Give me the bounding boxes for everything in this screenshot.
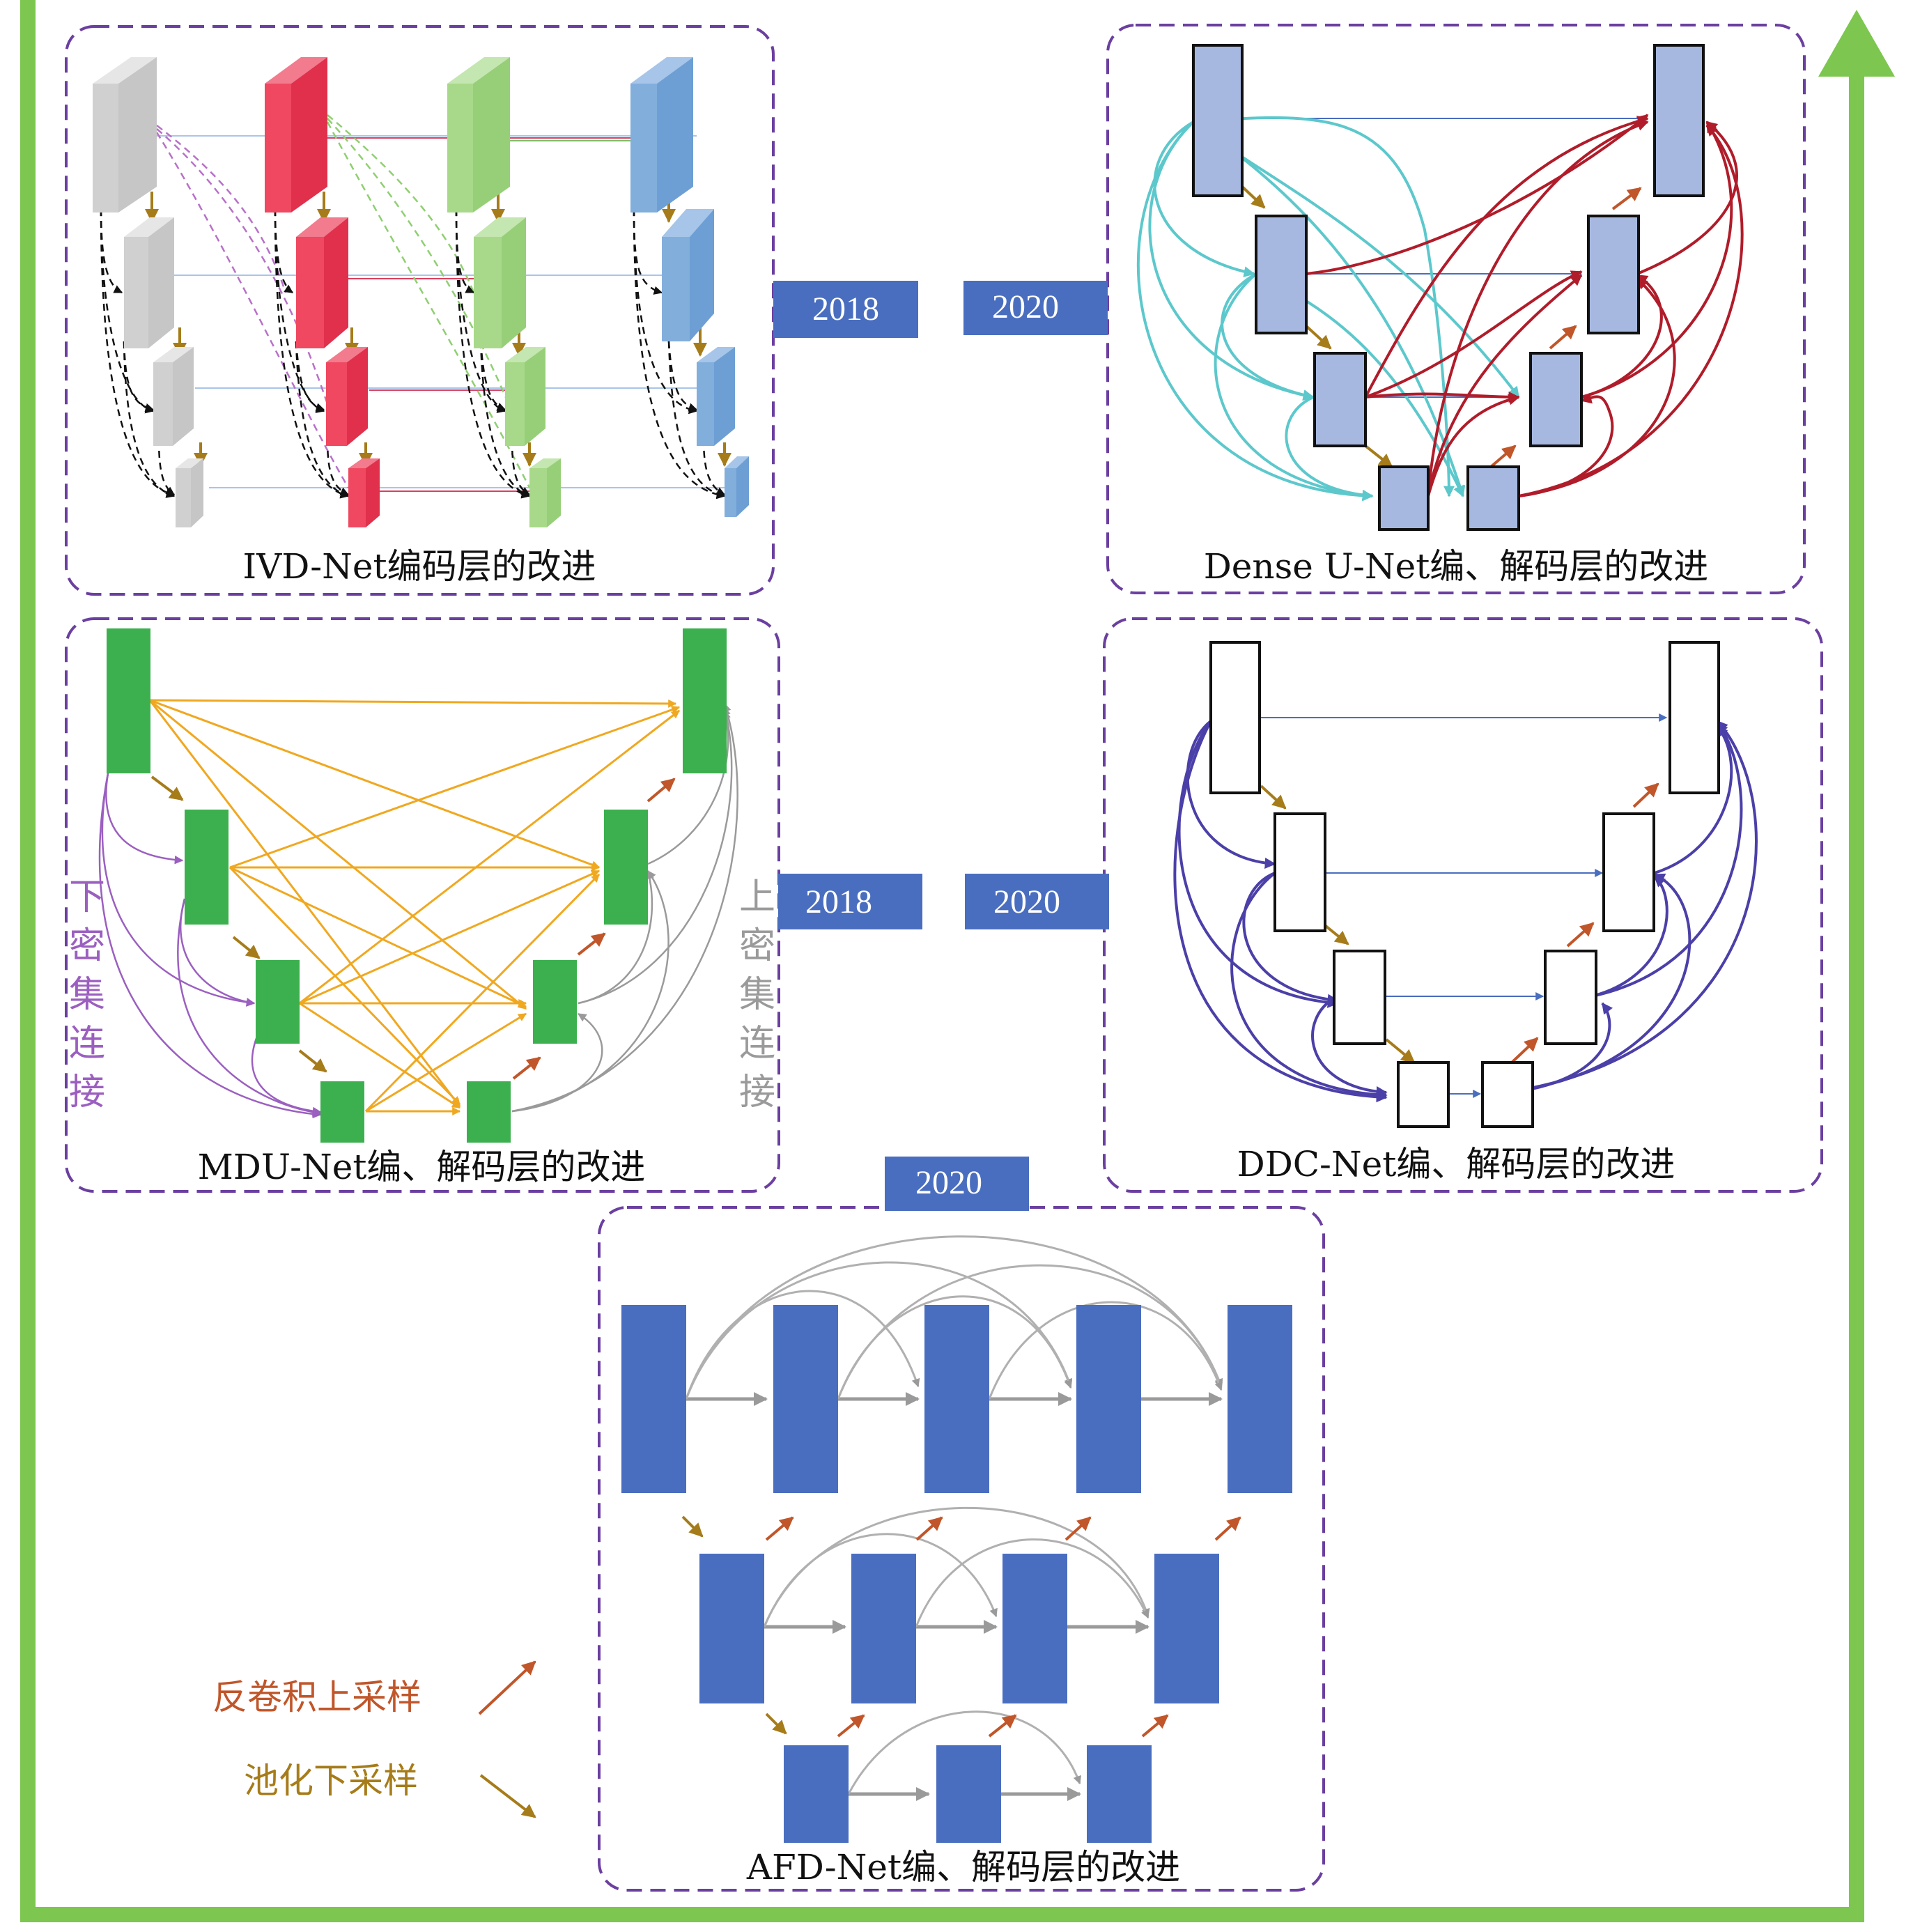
- year-label-top-right: 2020: [992, 288, 1059, 325]
- ddc-dec-block-3: [1544, 950, 1597, 1045]
- mdu-right-char-5: 接: [739, 1072, 775, 1113]
- legend-pooling-arrow-icon: [479, 1774, 536, 1818]
- year-box-top-left: [773, 281, 918, 338]
- ddc-caption: DDC-Net编、解码层的改进: [1237, 1144, 1675, 1184]
- afd-row2-block-2: [851, 1554, 916, 1703]
- mdu-right-label: 上 密 集 连 接: [739, 876, 775, 1113]
- afd-row3-block-2: [936, 1745, 1001, 1843]
- mdu-left-char-1: 下: [69, 876, 105, 918]
- year-label-mid-left: 2018: [805, 883, 872, 920]
- mdu-left-char-5: 接: [69, 1072, 105, 1113]
- ddc-net-diagram: DDC-Net编、解码层的改进: [1173, 641, 1758, 1184]
- year-box-mid-left: [778, 874, 922, 929]
- afd-row1-block-3: [924, 1305, 989, 1493]
- mdu-dec-block-3: [533, 960, 577, 1044]
- mdu-dec-block-2: [604, 810, 648, 925]
- timeline-arrowhead: [1818, 10, 1895, 77]
- mdu-left-char-2: 密: [69, 925, 105, 967]
- legend-upsample-arrow-icon: [478, 1660, 536, 1715]
- mdu-right-char-3: 集: [739, 974, 775, 1016]
- mdu-enc-block-1: [107, 628, 150, 773]
- ddc-bottleneck-left: [1397, 1061, 1450, 1128]
- afd-row2-block-1: [699, 1554, 764, 1703]
- ddc-bottleneck-right: [1481, 1061, 1534, 1128]
- afd-net-diagram: AFD-Net编、解码层的改进: [621, 1235, 1292, 1887]
- year-boxes: 2018 2020 2018 2020 2020: [773, 281, 1109, 1211]
- mdu-left-char-4: 连: [69, 1023, 105, 1065]
- ddc-enc-block-2: [1273, 812, 1326, 932]
- afd-row1-block-4: [1076, 1305, 1141, 1493]
- ivd-caption: IVD-Net编码层的改进: [242, 546, 596, 587]
- afd-row1-block-2: [773, 1305, 838, 1493]
- dense-caption: Dense U-Net编、解码层的改进: [1204, 546, 1709, 587]
- ivd-red-blocks: [265, 57, 380, 527]
- dense-dec-block-1: [1653, 44, 1705, 197]
- year-label-mid-right: 2020: [993, 883, 1060, 920]
- afd-row2-block-4: [1154, 1554, 1219, 1703]
- year-box-mid-right: [965, 874, 1109, 929]
- mdu-bottleneck-left: [320, 1081, 364, 1143]
- mdu-enc-block-2: [185, 810, 229, 925]
- mdu-left-label: 下 密 集 连 接: [69, 876, 105, 1113]
- ddc-enc-block-3: [1333, 950, 1386, 1045]
- mdu-enc-block-3: [256, 960, 300, 1044]
- dense-bottleneck-right: [1466, 465, 1520, 531]
- dense-enc-block-2: [1255, 215, 1308, 334]
- year-box-top-right: [963, 281, 1108, 335]
- year-label-top-left: 2018: [812, 291, 879, 327]
- mdu-left-char-3: 集: [69, 974, 105, 1016]
- ddc-enc-block-1: [1209, 641, 1261, 794]
- afd-row3-block-3: [1087, 1745, 1152, 1843]
- ddc-dec-block-1: [1669, 641, 1720, 794]
- mdu-bottleneck-right: [467, 1081, 511, 1143]
- afd-row1-block-5: [1228, 1305, 1292, 1493]
- dense-enc-block-3: [1313, 352, 1367, 447]
- mdu-caption: MDU-Net编、解码层的改进: [198, 1147, 646, 1187]
- dense-unet-diagram: Dense U-Net编、解码层的改进: [1137, 44, 1744, 587]
- dense-bottleneck-left: [1378, 465, 1430, 531]
- afd-caption: AFD-Net编、解码层的改进: [746, 1847, 1180, 1887]
- afd-row1-block-1: [621, 1305, 686, 1493]
- ivd-gray-blocks: [93, 57, 203, 527]
- mdu-right-char-1: 上: [739, 876, 775, 918]
- afd-row3-block-1: [784, 1745, 849, 1843]
- mdu-dec-block-1: [683, 628, 727, 773]
- mdu-net-diagram: 下 密 集 连 接 上 密 集 连 接 MDU-Net编、解码层的改进: [69, 628, 775, 1187]
- legend-pooling-label: 池化下采样: [244, 1761, 418, 1801]
- dense-enc-block-1: [1192, 44, 1244, 197]
- year-label-bottom: 2020: [915, 1164, 982, 1201]
- ivd-blue-blocks: [630, 57, 749, 517]
- legend-upsample-label: 反卷积上采样: [212, 1677, 421, 1717]
- legend: 反卷积上采样 池化下采样: [212, 1660, 536, 1818]
- year-box-bottom: [885, 1157, 1029, 1211]
- dense-dec-block-3: [1529, 352, 1583, 447]
- timeline: [20, 0, 1895, 1922]
- mdu-right-char-2: 密: [739, 925, 775, 967]
- mdu-right-char-4: 连: [739, 1023, 775, 1065]
- dense-dec-block-2: [1587, 215, 1640, 334]
- ivd-net-diagram: IVD-Net编码层的改进: [93, 57, 749, 587]
- ddc-dec-block-2: [1602, 812, 1655, 932]
- ivd-green-blocks: [447, 57, 561, 527]
- afd-row2-block-3: [1002, 1554, 1067, 1703]
